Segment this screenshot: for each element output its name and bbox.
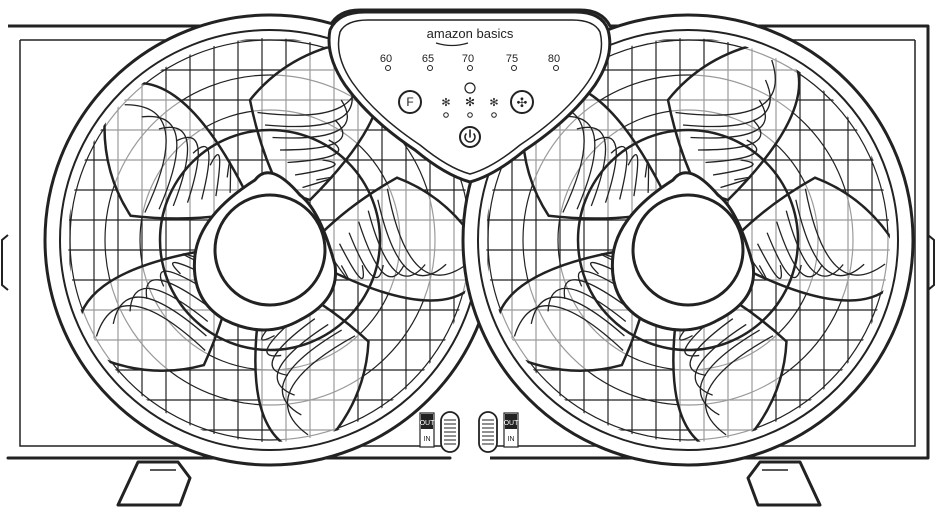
thermostat-button-label: F (406, 95, 413, 109)
temp-70: 70 (462, 53, 474, 71)
left-airflow-switch[interactable]: OUT IN (419, 411, 460, 453)
temp-indicator-75 (511, 65, 517, 71)
temp-indicator-60 (385, 65, 391, 71)
temp-label-60: 60 (380, 53, 392, 65)
fan-speed-low-icon: ✻ (441, 97, 450, 109)
speed-medium-indicator: ✻ (465, 95, 475, 118)
right-fan-blade (737, 176, 890, 302)
left-switch-in-label: IN (424, 436, 431, 443)
temp-label-65: 65 (422, 53, 434, 65)
right-airflow-switch[interactable]: OUT IN (478, 411, 520, 453)
fan-speed-high-icon: ✻ (489, 97, 498, 109)
temp-65: 65 (422, 53, 434, 71)
right-switch-out-label: OUT (504, 420, 520, 427)
brand-logo: amazon basics (427, 26, 514, 41)
fan-speed-button[interactable]: ✣ (510, 90, 534, 114)
temp-label-70: 70 (462, 53, 474, 65)
temp-60: 60 (380, 53, 392, 71)
temp-label-80: 80 (548, 53, 560, 65)
thermostat-button[interactable]: F (398, 90, 422, 114)
power-icon (464, 129, 476, 143)
right-foot (746, 460, 822, 507)
right-fan-blade (666, 38, 801, 202)
left-switch-knob[interactable] (440, 411, 460, 453)
control-panel: amazon basics 60 65 70 75 80 (327, 10, 612, 184)
left-fan-hub (213, 193, 327, 307)
right-fan-hub (631, 193, 745, 307)
left-fan-blade (76, 247, 234, 373)
temp-80: 80 (548, 53, 560, 71)
left-foot (116, 460, 192, 507)
temp-indicator-65 (427, 65, 433, 71)
temp-indicator-80 (553, 65, 559, 71)
temp-indicator-70 (467, 65, 473, 71)
speed-low-indicator: ✻ (441, 97, 451, 118)
temp-75: 75 (506, 53, 518, 71)
left-switch-out-label: OUT (420, 420, 436, 427)
brand-smile (435, 42, 469, 47)
temp-label-75: 75 (506, 53, 518, 65)
fan-speed-medium-icon: ✻ (465, 95, 475, 109)
left-fan-blade (103, 81, 246, 220)
power-button[interactable] (459, 126, 481, 148)
temperature-scale: 60 65 70 75 80 (380, 53, 560, 71)
right-switch-knob[interactable] (478, 411, 498, 453)
speed-high-indicator: ✻ (489, 97, 499, 118)
fan-icon: ✣ (517, 95, 528, 110)
temp-status-led (464, 82, 476, 94)
right-switch-in-label: IN (508, 436, 515, 443)
right-fan-blade (494, 247, 652, 373)
